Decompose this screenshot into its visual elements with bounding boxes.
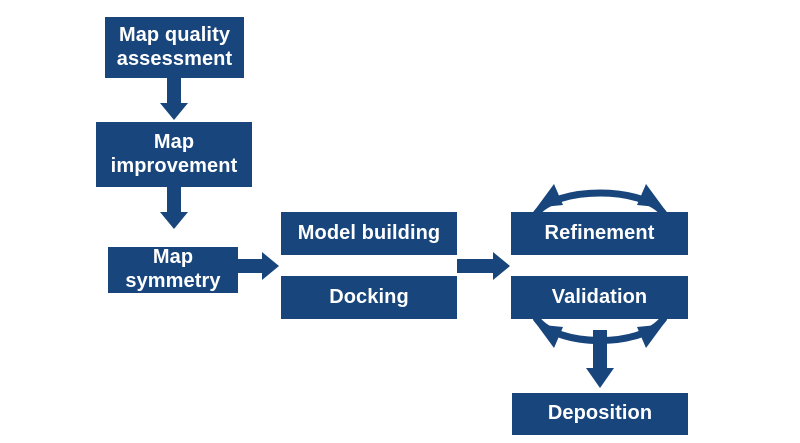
arrow-symmetry-to-building xyxy=(238,252,279,280)
arrow-building-to-refinement xyxy=(457,252,510,280)
arrow-improvement-to-symmetry xyxy=(160,187,188,229)
node-deposition[interactable]: Deposition xyxy=(512,393,688,435)
node-label: Model building xyxy=(297,221,441,244)
node-label: Map symmetry xyxy=(125,246,221,292)
arc-bottom-left-arrowhead xyxy=(529,314,563,348)
arrow-assessment-to-improvement xyxy=(160,78,188,120)
node-label: Docking xyxy=(329,285,409,308)
node-validation[interactable]: Validation xyxy=(511,276,688,319)
node-label: Map improvement xyxy=(110,130,238,177)
node-label: Refinement xyxy=(544,221,655,244)
node-map-symmetry[interactable]: Map symmetry xyxy=(108,246,238,293)
arc-top-refinement-cycle xyxy=(533,189,667,217)
node-map-improvement[interactable]: Map improvement xyxy=(96,122,252,187)
node-label: Map quality assessment xyxy=(116,23,233,70)
node-refinement[interactable]: Refinement xyxy=(511,212,688,255)
arc-bottom-right-arrowhead xyxy=(637,314,671,348)
node-docking[interactable]: Docking xyxy=(281,276,457,319)
arrow-cycle-to-deposition xyxy=(586,330,614,388)
node-label: Deposition xyxy=(547,402,653,425)
node-model-building[interactable]: Model building xyxy=(281,212,457,255)
node-map-quality-assessment[interactable]: Map quality assessment xyxy=(105,17,244,78)
node-label: Validation xyxy=(551,285,648,308)
arc-bottom-validation-cycle xyxy=(533,315,667,344)
